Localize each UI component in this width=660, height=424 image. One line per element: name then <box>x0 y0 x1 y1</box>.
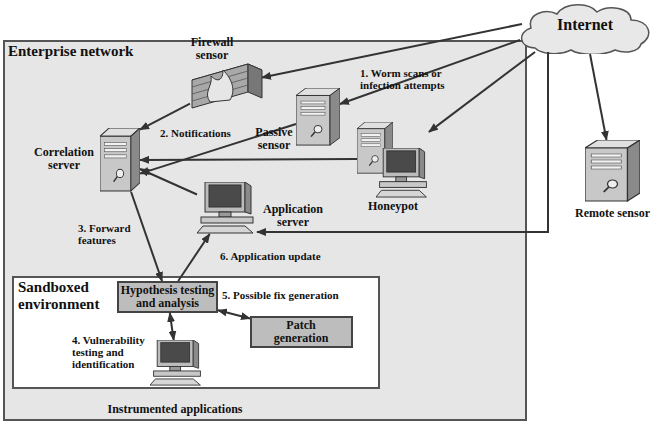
text-label: Sandboxed environment <box>18 279 118 313</box>
text-label: Application server <box>259 203 327 229</box>
process-box: Hypothesis testing and analysis <box>117 281 218 313</box>
text-label: Firewall sensor <box>184 36 240 62</box>
text-label: Internet <box>515 16 655 34</box>
connector-arrow <box>140 169 197 195</box>
text-label: Correlation server <box>28 146 100 172</box>
connector-arrow <box>218 310 250 318</box>
connector-arrow <box>140 104 190 130</box>
remote-sensor-icon <box>585 140 640 201</box>
correlation-server-icon <box>100 128 140 191</box>
connector-arrow <box>131 192 162 281</box>
connector-arrow <box>257 52 548 232</box>
wall-front <box>192 64 248 108</box>
text-label: Passive sensor <box>250 126 298 152</box>
passive-sensor-icon <box>296 88 340 145</box>
connector-arrow <box>590 54 607 140</box>
callout-label: 5. Possible fix generation <box>222 289 372 301</box>
callout-label: 4. Vulnerability testing and identificat… <box>72 334 156 370</box>
brick-line <box>192 71 248 87</box>
firewall-sensor: Firewall sensor <box>190 62 262 108</box>
firewall-icon <box>192 64 262 108</box>
brick-line <box>192 78 248 94</box>
honeypot: Honeypot <box>357 120 429 198</box>
connector-arrow <box>140 124 296 174</box>
internet-cloud: Internet <box>515 2 655 54</box>
instrumented-applications: Instrumented applications <box>150 340 204 386</box>
callout-label: 3. Forward features <box>78 222 140 246</box>
honeypot-computer-icon <box>376 148 426 197</box>
connector-arrow <box>262 24 522 78</box>
connector-arrow <box>340 40 520 104</box>
connector-arrow <box>178 234 209 281</box>
connector-arrow <box>140 158 357 161</box>
process-box: Patch generation <box>250 316 353 348</box>
remote-sensor: Remote sensor <box>585 140 640 202</box>
wall-side <box>248 64 262 98</box>
flame <box>207 70 232 102</box>
text-label: Patch generation <box>266 319 336 345</box>
application-server-icon <box>197 182 253 233</box>
wall-top <box>192 64 262 86</box>
passive-sensor: Passive sensor <box>296 88 340 146</box>
callout-label: 6. Application update <box>220 250 360 262</box>
text-label: Instrumented applications <box>80 403 270 416</box>
callout-label: 1. Worm scans or infection attempts <box>360 67 468 91</box>
connector-arrow <box>429 52 535 132</box>
text-label: Honeypot <box>360 200 426 213</box>
brick-line <box>192 85 248 101</box>
text-label: Hypothesis testing and analysis <box>117 284 218 310</box>
text-label: Remote sensor <box>565 207 660 220</box>
connector-arrow <box>170 313 174 340</box>
callout-label: 2. Notifications <box>160 127 250 139</box>
instrumented-computer-icon <box>150 340 200 385</box>
honeypot-server-icon <box>357 122 393 173</box>
application-server: Application server <box>197 182 257 234</box>
correlation-server: Correlation server <box>100 128 140 192</box>
